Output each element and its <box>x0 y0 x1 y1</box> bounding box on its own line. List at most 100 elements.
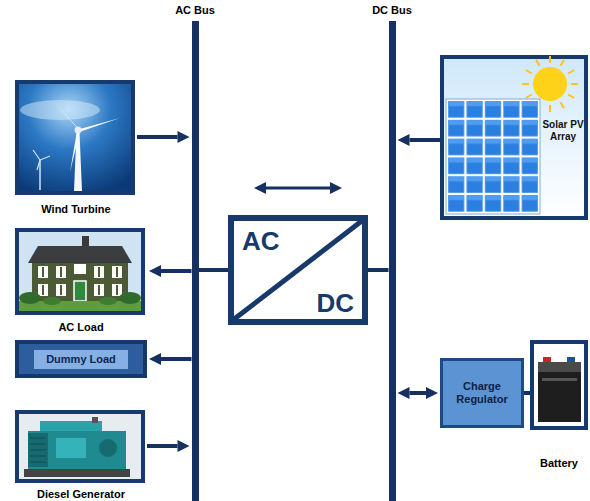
battery-picture <box>538 362 581 372</box>
power-connector <box>161 357 192 361</box>
battery-picture <box>542 378 577 381</box>
power-connector <box>161 269 192 273</box>
diesel-generator-picture <box>30 438 46 439</box>
node-label: Dummy Load <box>34 350 128 369</box>
power-connector <box>199 268 229 272</box>
sun-rays <box>561 102 565 108</box>
sun-rays <box>571 83 578 85</box>
battery-picture <box>538 372 581 422</box>
sun-rays <box>561 60 565 66</box>
house-picture <box>17 230 143 313</box>
node-label: Solar PV Array <box>540 119 586 143</box>
node-label: DC Bus <box>372 4 412 17</box>
dummy-load: Dummy Load <box>15 340 147 378</box>
solar-array-picture <box>447 100 539 213</box>
house-picture <box>42 267 44 277</box>
house-picture <box>112 284 122 296</box>
wind-turbine-picture <box>79 118 120 132</box>
diesel-generator-picture <box>24 469 130 477</box>
converter-label: DC <box>316 289 354 317</box>
house-picture <box>112 266 122 278</box>
wind-turbine: Wind Turbine <box>15 80 137 216</box>
converter-face <box>228 215 368 325</box>
house-picture <box>43 297 61 305</box>
power-connector <box>147 444 178 448</box>
bus-bar <box>192 21 199 501</box>
diesel-generator-picture <box>17 412 143 481</box>
dc-bus: DC Bus <box>362 4 422 501</box>
sun-rays <box>526 95 532 99</box>
converter-face <box>228 215 368 325</box>
wind-turbine-picture <box>74 132 82 191</box>
sun-rays <box>549 105 551 112</box>
wind-turbine-picture <box>52 100 80 131</box>
house-picture <box>60 267 62 277</box>
node-label: Charge Regulator <box>447 380 517 406</box>
battery-picture <box>532 342 586 428</box>
house-picture <box>28 246 132 263</box>
house-picture <box>116 267 118 277</box>
power-connector <box>524 391 530 395</box>
solar-array-picture <box>442 57 586 218</box>
node-label: Wind Turbine <box>41 203 110 216</box>
wind-turbine-picture <box>33 150 50 170</box>
solar-pv-array: Solar PV Array <box>440 55 588 220</box>
converter-label: AC <box>242 227 280 255</box>
wind-turbine-picture <box>20 100 100 120</box>
house-picture <box>19 292 41 304</box>
diesel-generator-picture <box>30 450 46 451</box>
sun-rays <box>549 56 551 63</box>
power-connector <box>137 135 178 139</box>
house-picture <box>74 281 86 301</box>
bus-bar <box>389 21 396 501</box>
sun-rays <box>568 70 574 74</box>
battery: Battery <box>530 340 588 470</box>
diesel-generator-picture <box>30 462 46 463</box>
house-picture <box>56 266 66 278</box>
house-picture <box>99 297 117 305</box>
house-picture <box>42 285 44 295</box>
ac-load: AC Load <box>15 228 147 334</box>
charge-regulator: Charge Regulator <box>440 358 524 428</box>
sun-rays <box>568 95 574 99</box>
wind-turbine-picture <box>17 82 133 193</box>
house-picture <box>32 263 128 301</box>
power-connector <box>368 268 389 272</box>
node-label: AC Load <box>58 321 103 334</box>
sun-rays <box>536 60 540 66</box>
diesel-generator-picture <box>30 456 46 457</box>
solar-array-picture <box>446 99 540 214</box>
diesel-generator-picture <box>99 439 117 457</box>
house-picture <box>94 266 104 278</box>
solar-array-picture <box>533 67 567 101</box>
diesel-generator-picture <box>17 412 143 481</box>
power-flow-arrow <box>266 187 330 190</box>
converter-face <box>233 220 363 320</box>
house-picture <box>74 264 86 274</box>
ac-bus: AC Bus <box>165 4 225 501</box>
house-picture <box>119 292 141 304</box>
wind-turbine-picture <box>17 82 133 193</box>
house-picture <box>94 284 104 296</box>
house-picture <box>38 266 48 278</box>
power-connector <box>410 391 427 395</box>
node-label: Battery <box>540 457 578 470</box>
diesel-generator-picture <box>30 444 46 445</box>
power-connector <box>410 138 441 142</box>
house-picture <box>38 284 48 296</box>
sun-rays <box>526 70 532 74</box>
solar-array-picture <box>442 56 586 218</box>
house-picture <box>98 267 100 277</box>
wind-turbine-picture <box>70 131 80 172</box>
power-flow-arrow <box>266 188 330 189</box>
diesel-generator-picture <box>56 438 86 458</box>
diesel-generator-picture <box>28 433 48 467</box>
house-picture <box>56 284 66 296</box>
diesel-generator: Diesel Generator <box>15 410 147 501</box>
diesel-generator-picture <box>28 431 126 469</box>
diesel-generator-picture <box>92 417 98 423</box>
house-picture <box>60 285 62 295</box>
ac-dc-converter: AC DC <box>228 215 368 325</box>
house-picture <box>116 285 118 295</box>
